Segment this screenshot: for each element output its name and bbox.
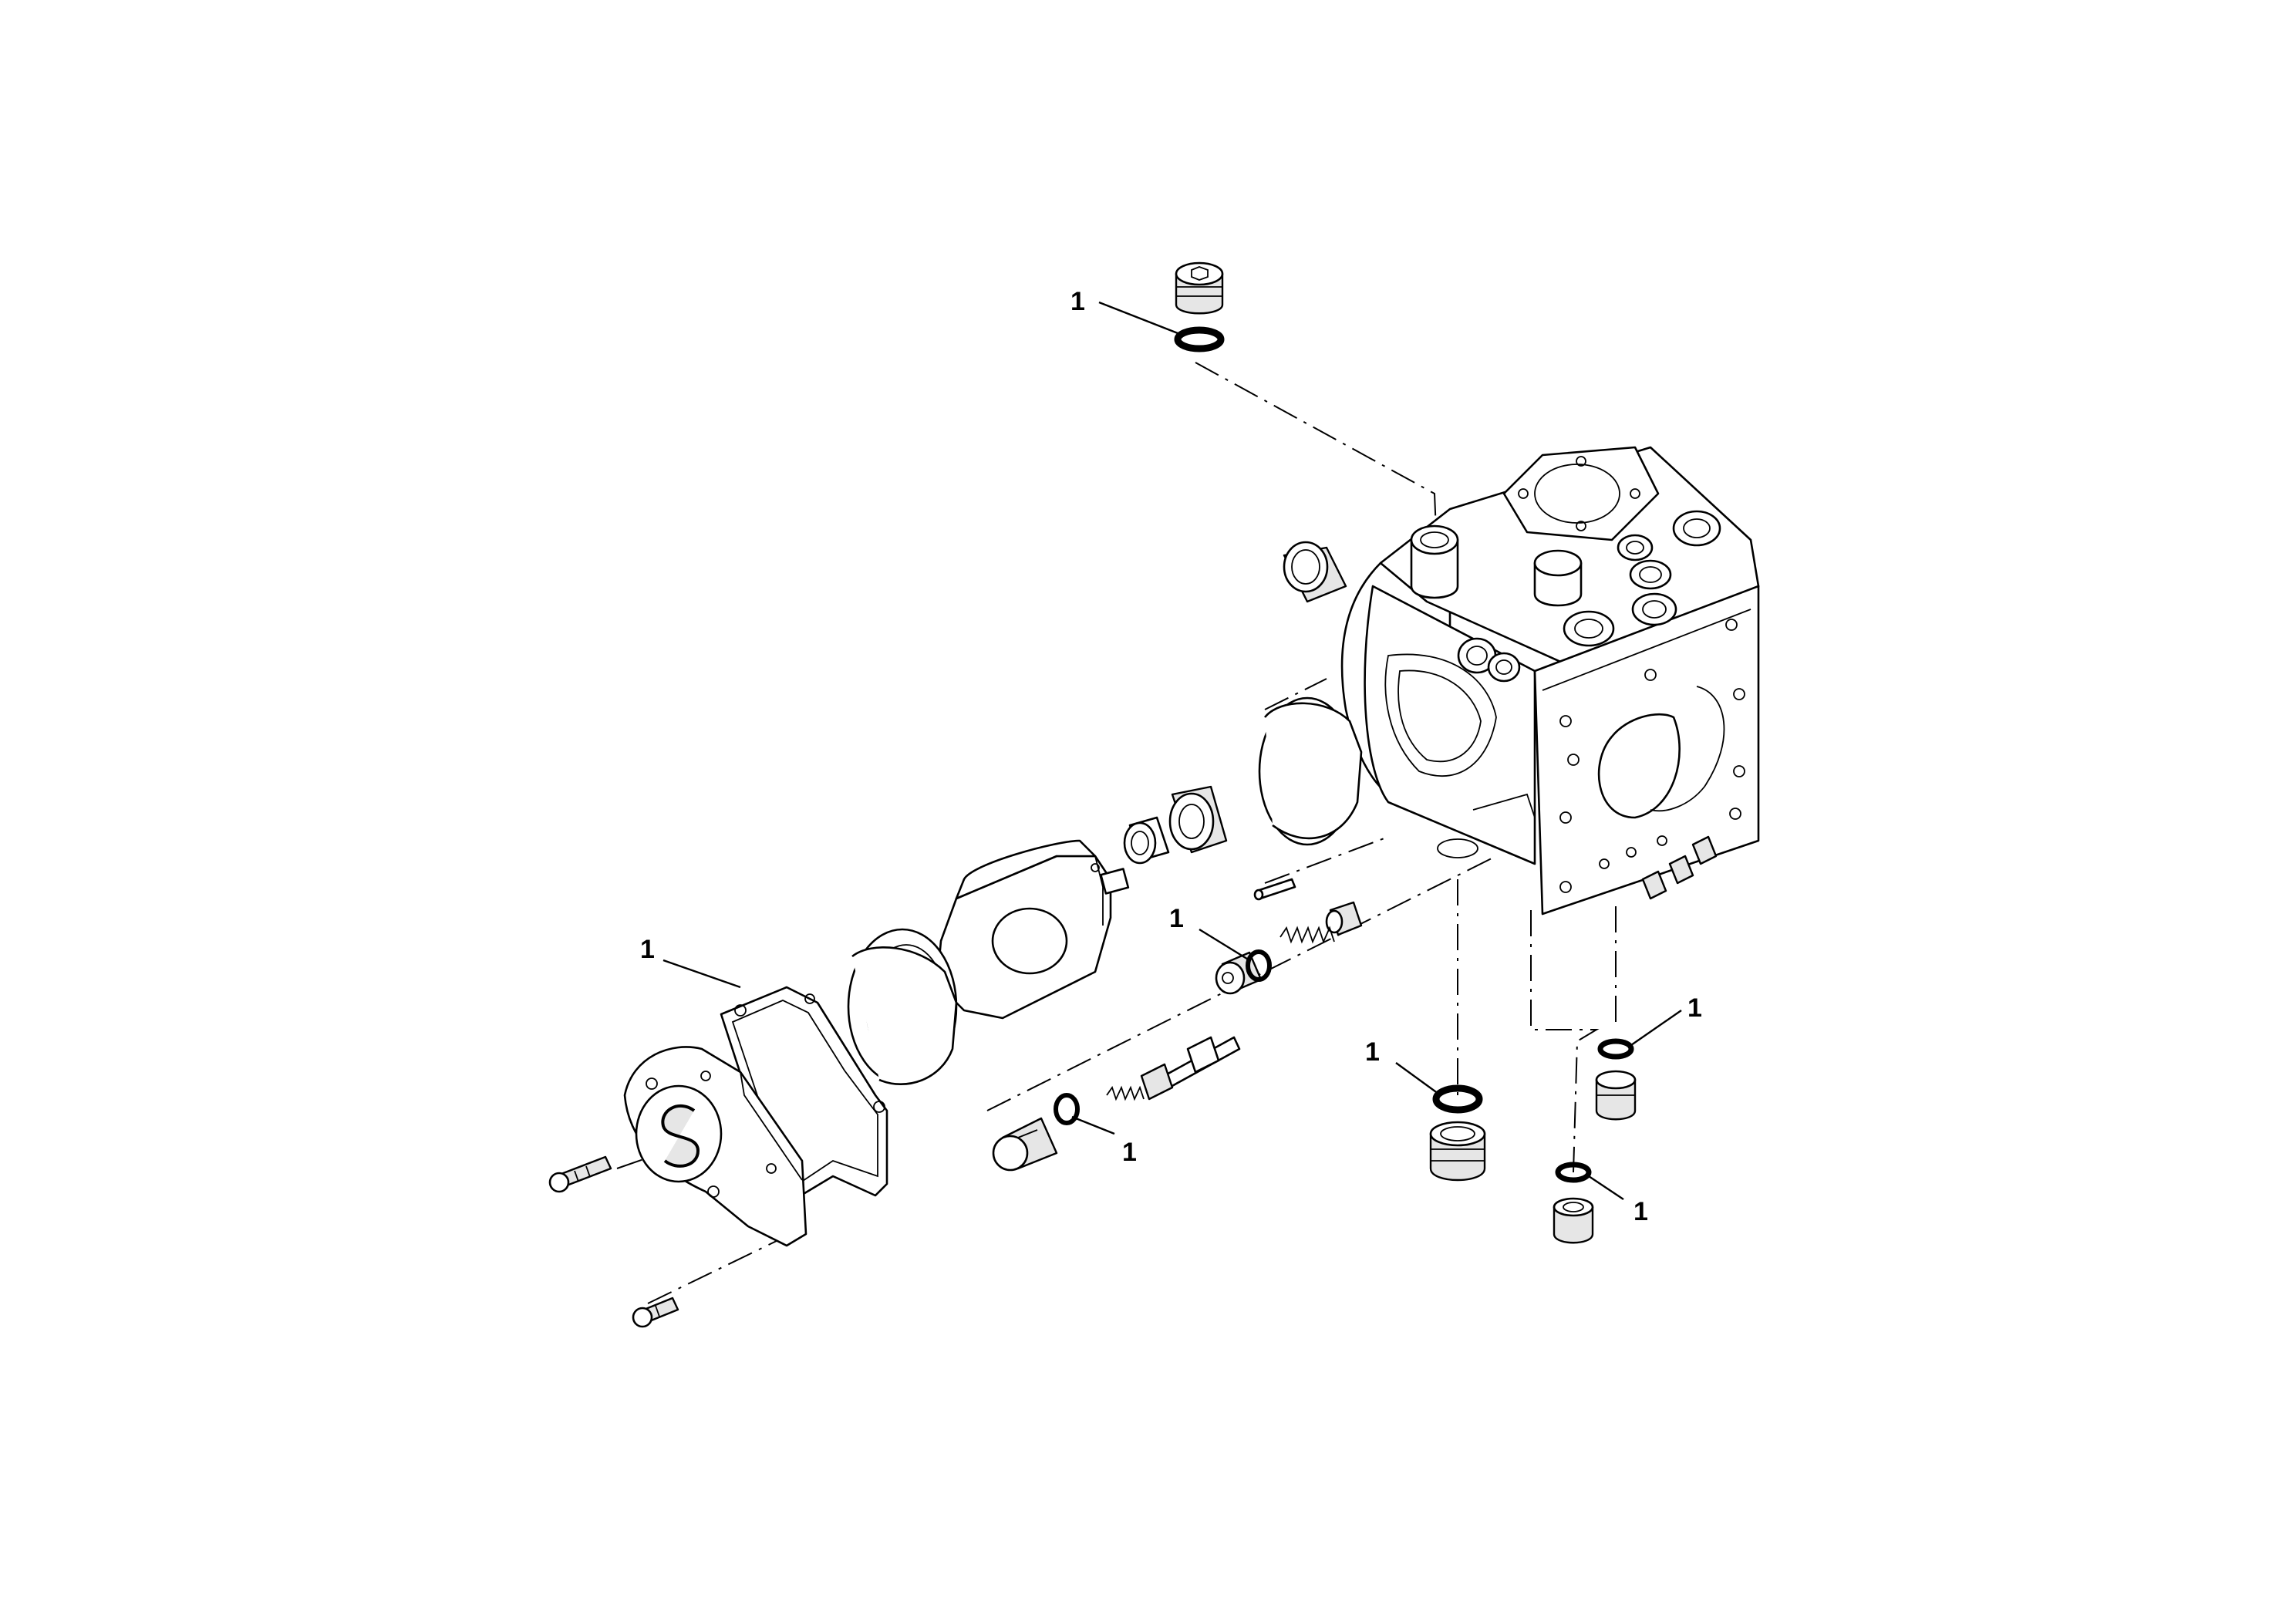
bottom-plug-right xyxy=(1595,1070,1637,1121)
callout-labels: 1 1 1 1 1 1 1 xyxy=(640,287,1702,1226)
large-ring-bearing-left xyxy=(847,928,958,1086)
set-screws xyxy=(1641,835,1718,900)
relief-valve-upper xyxy=(1215,901,1363,995)
relief-valve-upper-oring xyxy=(1246,949,1272,982)
callout-label-top-plug: 1 xyxy=(1070,287,1085,316)
bushing-large xyxy=(1168,785,1228,854)
bushing-small xyxy=(1123,816,1170,865)
s-logo-icon xyxy=(661,1104,700,1168)
bolt-lower xyxy=(632,1297,679,1328)
bottom-oring-large xyxy=(1432,1084,1483,1114)
callout-leaders xyxy=(663,301,1682,1200)
bottom-oring-center xyxy=(1555,1162,1592,1183)
large-ring-bearing-right xyxy=(1258,696,1363,846)
bolt-upper xyxy=(548,1155,612,1193)
top-plug xyxy=(1175,261,1224,315)
bottom-oring-right xyxy=(1597,1038,1634,1060)
callout-label-bottom-right: 1 xyxy=(1687,993,1702,1023)
relief-valve-lower xyxy=(992,1036,1241,1172)
end-cover xyxy=(623,1046,807,1247)
pump-housing xyxy=(1340,446,1760,916)
bottom-plug-large xyxy=(1429,1121,1486,1182)
swash-plate xyxy=(936,839,1130,1020)
top-oring xyxy=(1174,326,1225,352)
endplate-holes xyxy=(1559,619,1745,893)
relief-valve-lower-oring xyxy=(1054,1093,1080,1125)
small-needle-bearing xyxy=(1283,541,1347,603)
callout-label-gasket: 1 xyxy=(640,935,655,964)
bottom-plug-center xyxy=(1553,1197,1594,1244)
callout-label-relief-upper: 1 xyxy=(1169,904,1184,933)
callout-label-bottom-large: 1 xyxy=(1365,1037,1380,1067)
pin xyxy=(1253,878,1296,901)
callout-label-relief-lower: 1 xyxy=(1122,1138,1137,1167)
callout-label-bottom-center: 1 xyxy=(1633,1197,1648,1226)
